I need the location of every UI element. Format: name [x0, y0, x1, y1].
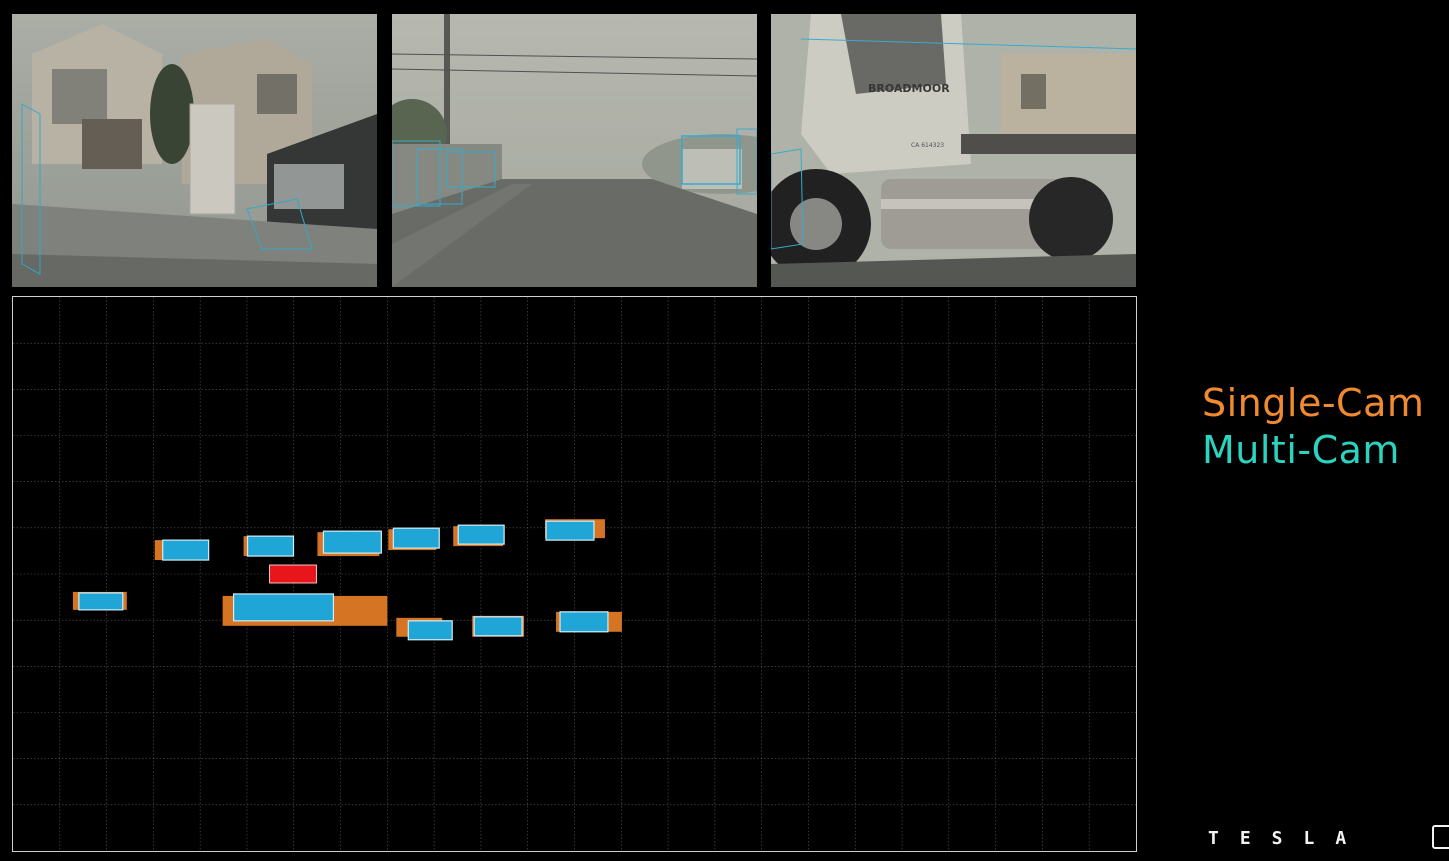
- front-camera-view: [392, 14, 757, 287]
- legend-single-cam: Single-Cam: [1202, 381, 1425, 425]
- tesla-badge-icon: [1432, 825, 1449, 849]
- vehicle-box: [222, 593, 388, 626]
- legend-multi-cam: Multi-Cam: [1202, 428, 1400, 472]
- truck-plate-text: CA 614323: [911, 142, 944, 149]
- vehicle-box: [154, 539, 210, 561]
- detection-boxes: [72, 519, 622, 641]
- tesla-logo: TESLA: [1208, 828, 1368, 849]
- ego-vehicle-box: [269, 564, 317, 584]
- right-camera-view: BROADMOOR CA 614323: [771, 14, 1136, 287]
- legend: Single-Cam Multi-Cam: [1202, 380, 1424, 474]
- vehicle-box: [472, 615, 525, 637]
- vehicle-box: [72, 591, 127, 611]
- vehicle-box: [545, 519, 605, 541]
- vehicle-box: [317, 530, 382, 557]
- grid-lines: [13, 297, 1136, 851]
- vehicle-box: [556, 611, 622, 633]
- truck-company-text: BROADMOOR: [868, 82, 950, 95]
- birds-eye-view-grid: [12, 296, 1137, 852]
- vehicle-box: [396, 617, 453, 641]
- vehicle-box: [243, 535, 295, 557]
- vehicle-box: [388, 527, 440, 551]
- vehicle-box: [453, 524, 505, 547]
- bev-canvas: [13, 297, 1136, 851]
- left-camera-view: [12, 14, 377, 287]
